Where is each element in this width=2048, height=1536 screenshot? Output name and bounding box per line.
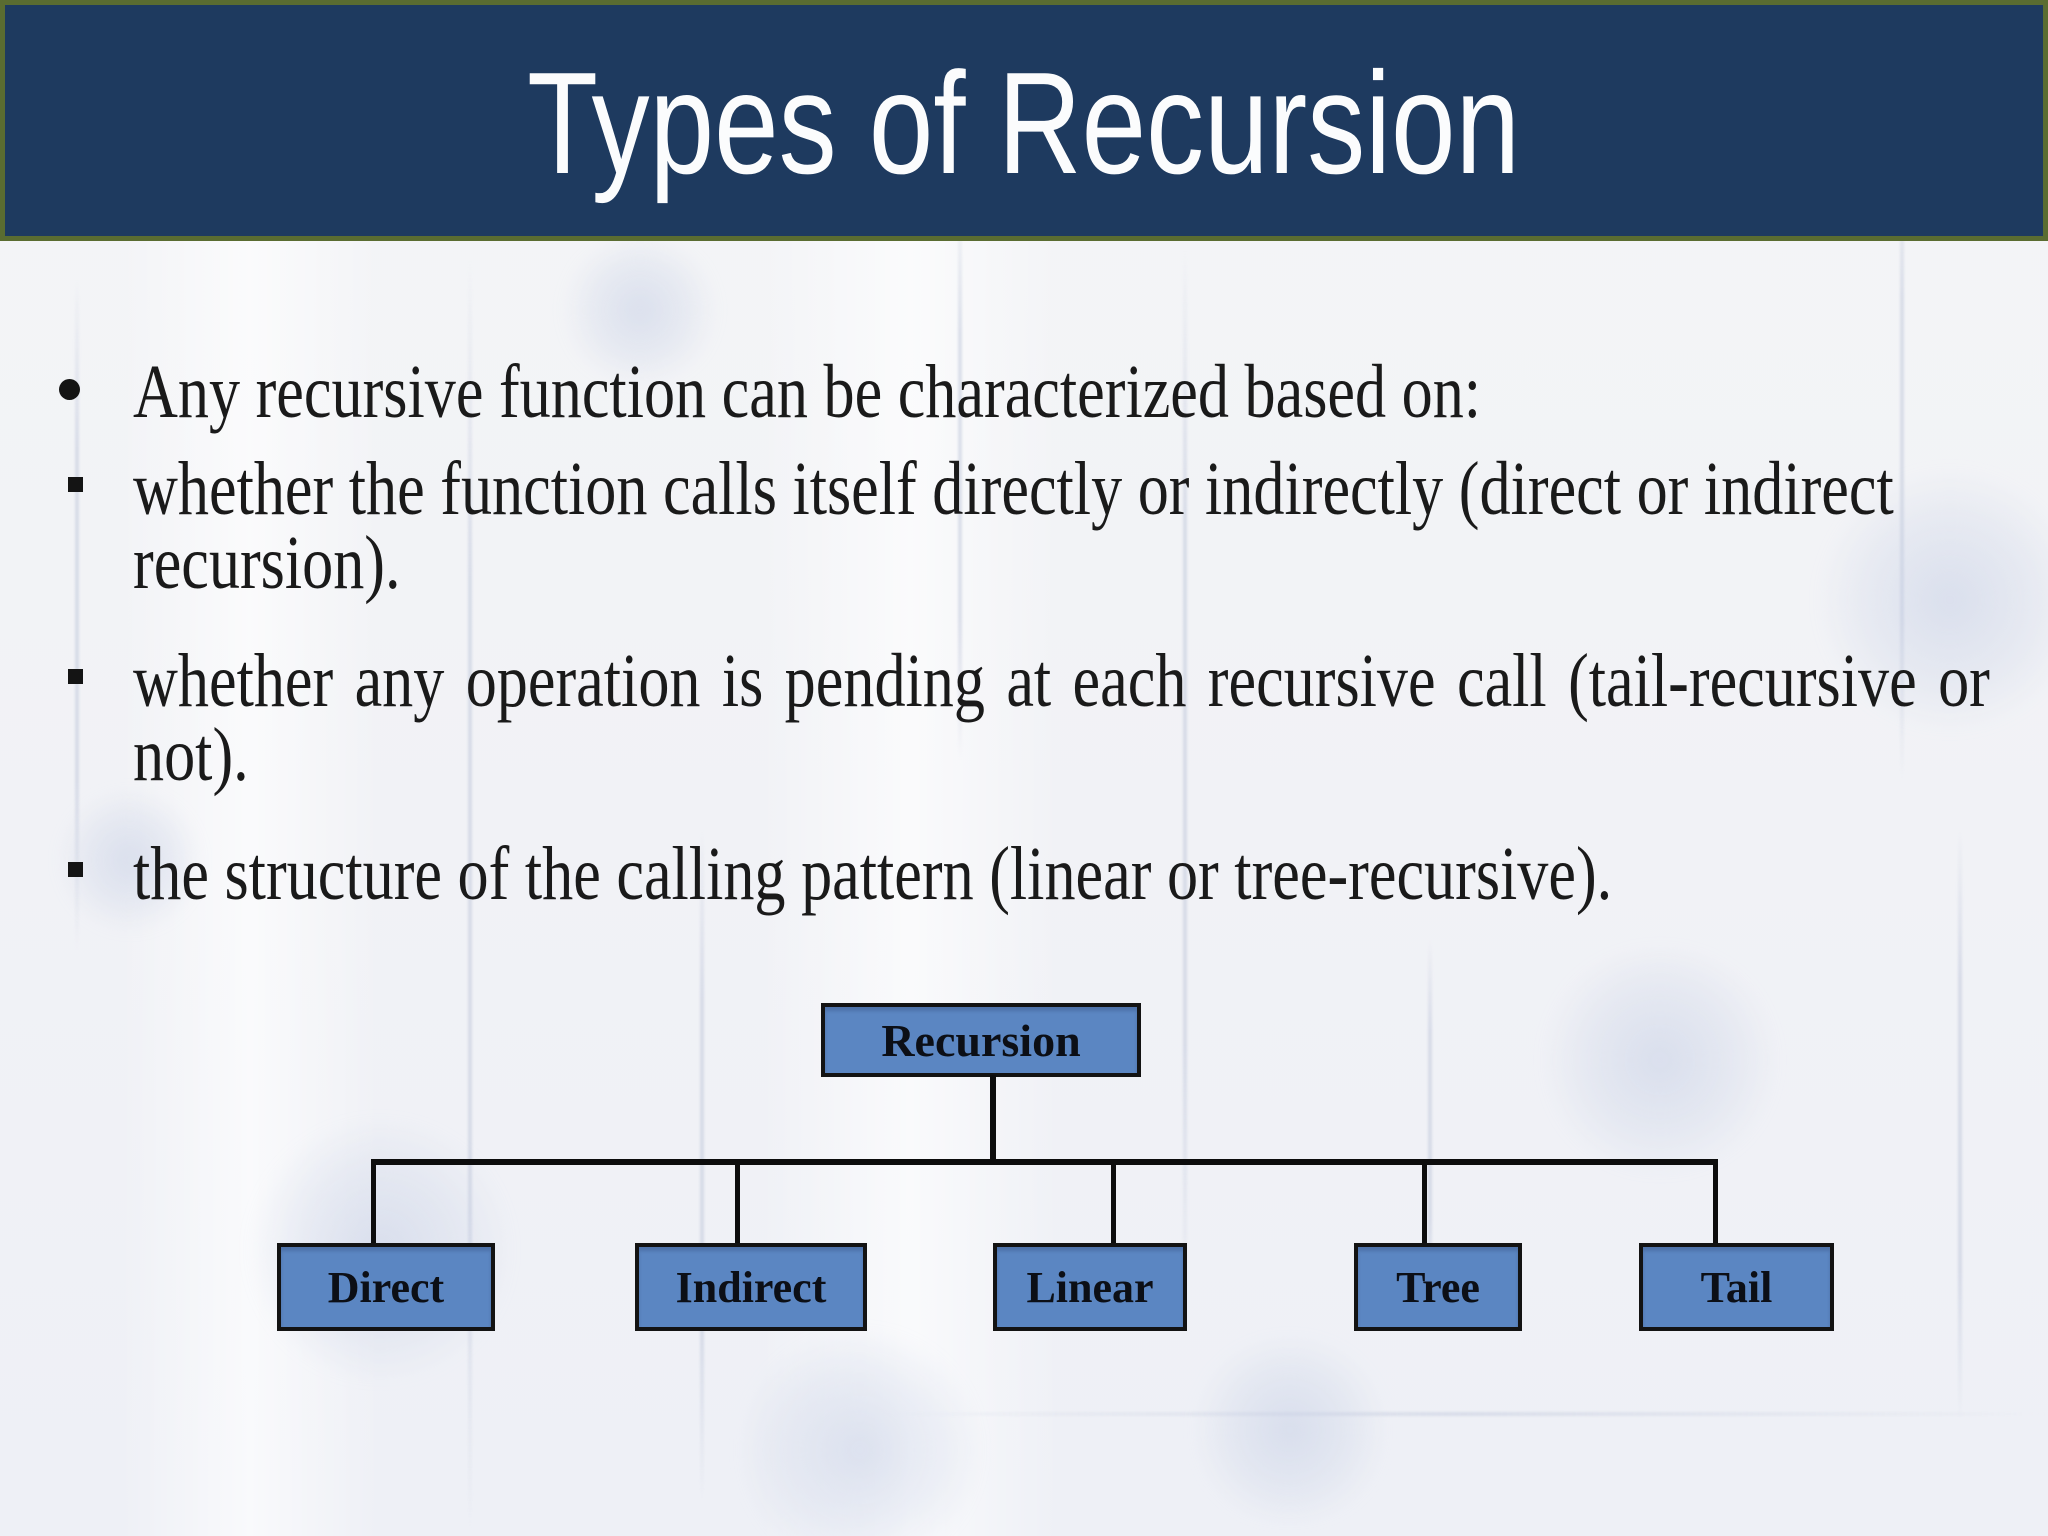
connector-drop-direct bbox=[371, 1159, 376, 1243]
watermark-line bbox=[700, 830, 704, 1500]
connector-horizontal-bar bbox=[371, 1159, 1718, 1165]
connector-root-stem bbox=[990, 1075, 996, 1162]
connector-drop-tail bbox=[1713, 1159, 1718, 1243]
diagram-node-label: Tree bbox=[1396, 1262, 1480, 1312]
diagram-node-indirect: Indirect bbox=[635, 1243, 867, 1331]
watermark-blob bbox=[1540, 950, 1780, 1170]
bullet-item-1: Any recursive function can be characteri… bbox=[133, 350, 1482, 434]
diagram-node-label: Recursion bbox=[881, 1014, 1081, 1066]
diagram-node-label: Direct bbox=[327, 1262, 445, 1312]
slide-title: Types of Recursion bbox=[527, 42, 1521, 204]
diagram-node-linear: Linear bbox=[993, 1243, 1187, 1331]
bullet-item-4: the structure of the calling pattern (li… bbox=[133, 832, 1613, 916]
diagram-node-label: Indirect bbox=[675, 1262, 827, 1312]
diagram-node-direct: Direct bbox=[277, 1243, 495, 1331]
bullet-disc-marker bbox=[59, 379, 80, 400]
diagram-node-label: Tail bbox=[1700, 1262, 1773, 1312]
bullet-square-marker bbox=[68, 862, 83, 877]
watermark-line bbox=[1958, 830, 1962, 1420]
watermark-blob bbox=[1190, 1340, 1390, 1520]
connector-drop-linear bbox=[1111, 1163, 1116, 1243]
diagram-node-tree: Tree bbox=[1354, 1243, 1522, 1331]
diagram-node-label: Linear bbox=[1026, 1262, 1154, 1312]
connector-drop-indirect bbox=[735, 1163, 740, 1243]
bullet-item-3: whether any operation is pending at each… bbox=[133, 639, 1990, 797]
bullet-square-marker bbox=[68, 669, 83, 684]
bullet-item-2: whether the function calls itself direct… bbox=[133, 447, 1894, 605]
diagram-node-recursion: Recursion bbox=[821, 1003, 1141, 1077]
diagram-node-tail: Tail bbox=[1639, 1243, 1834, 1331]
bullet-square-marker bbox=[68, 477, 83, 492]
watermark-blob bbox=[740, 1330, 980, 1536]
connector-drop-tree bbox=[1422, 1163, 1427, 1243]
title-banner: Types of Recursion bbox=[0, 0, 2048, 241]
watermark-line bbox=[880, 1412, 2048, 1416]
